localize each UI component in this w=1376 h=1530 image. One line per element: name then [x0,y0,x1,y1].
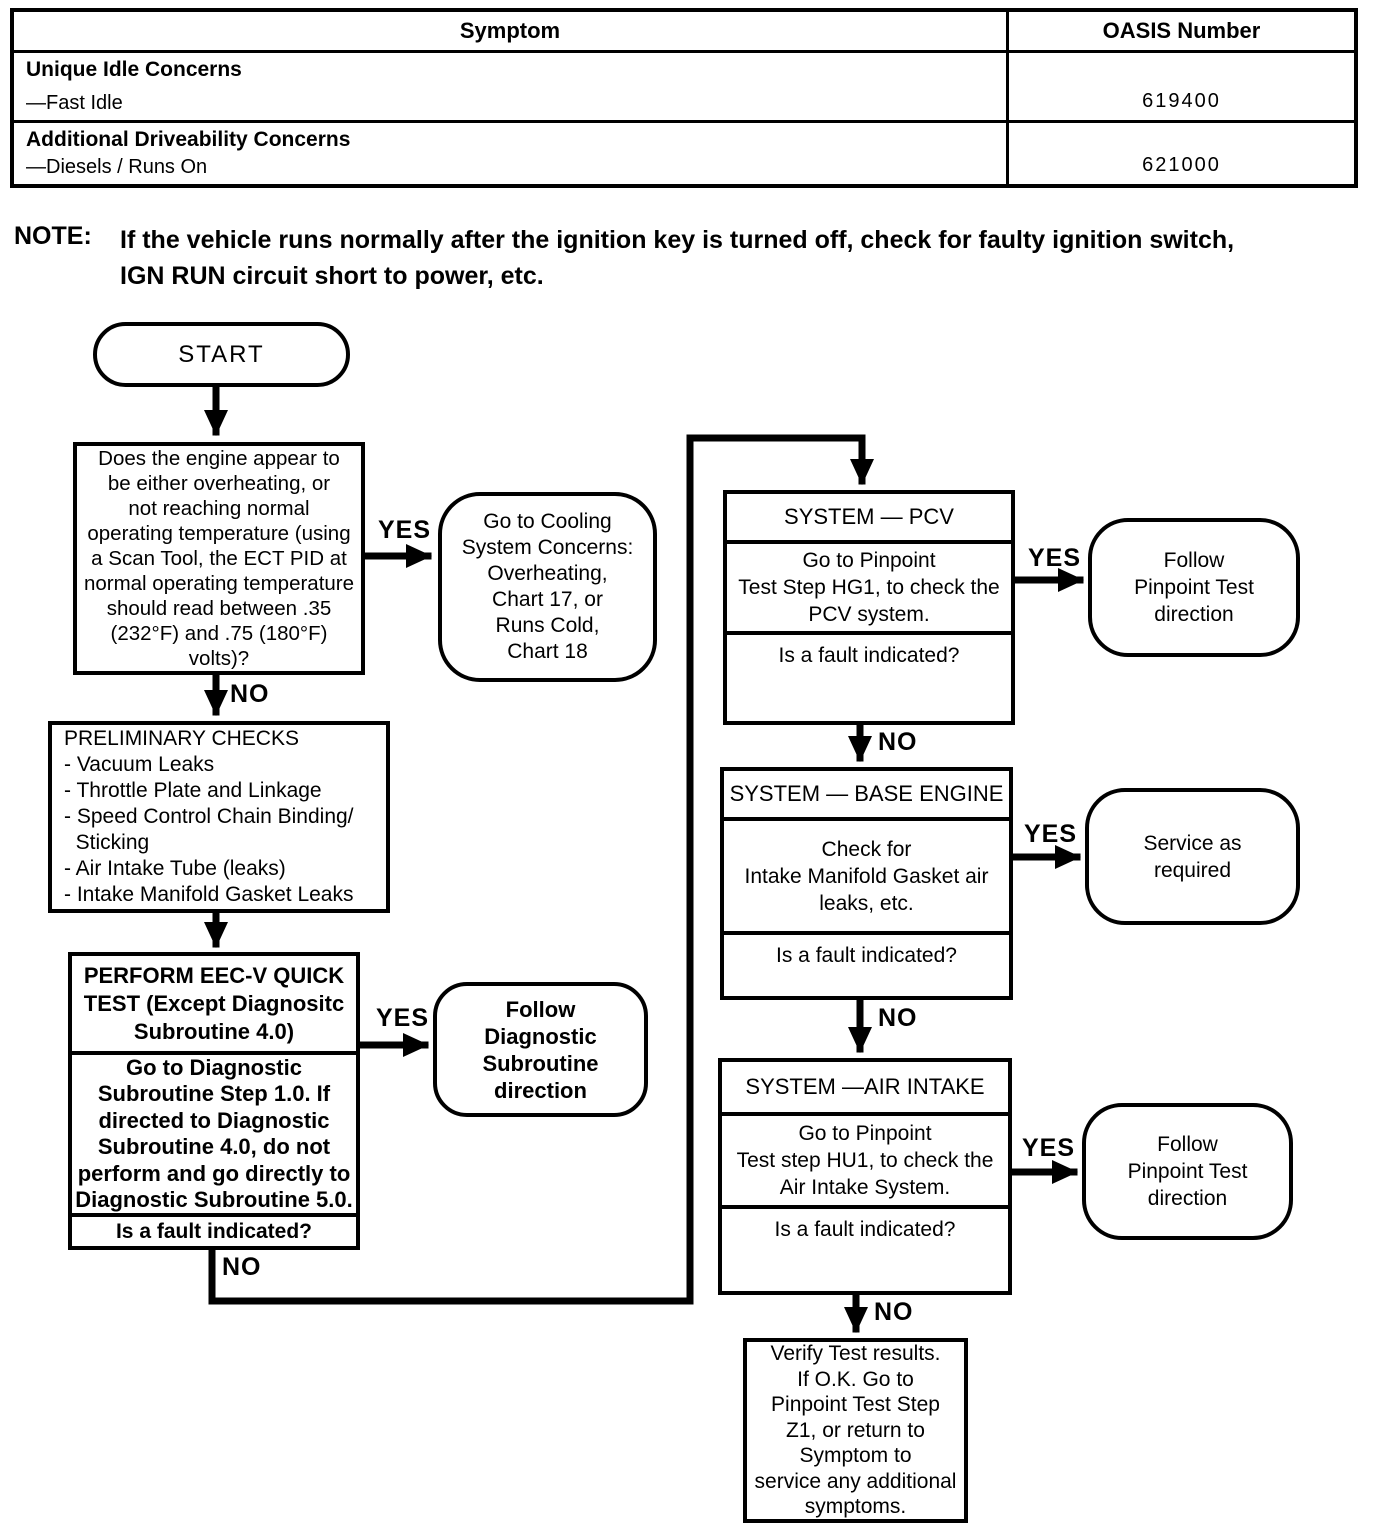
quick-test-question: Is a fault indicated? [72,1213,356,1246]
verify-results-box: Verify Test results. If O.K. Go to Pinpo… [743,1338,968,1523]
symptom-group: Additional Driveability Concerns [26,128,351,151]
pcv-title: SYSTEM — PCV [784,504,954,529]
table-header-oasis: OASIS Number [1006,12,1354,50]
start-node: START [93,322,350,387]
no-label-pcv: NO [878,728,918,756]
base-engine-system-box: SYSTEM — BASE ENGINE Check for Intake Ma… [720,767,1013,1000]
air-intake-system-box: SYSTEM —AIR INTAKE Go to Pinpoint Test s… [718,1058,1012,1295]
quick-test-title: PERFORM EEC-V QUICK TEST (Except Diagnos… [83,962,345,1044]
air-intake-body: Go to Pinpoint Test step HU1, to check t… [722,1112,1008,1205]
note-label: NOTE: [14,222,92,250]
no-label-engine-temp: NO [230,680,270,708]
quick-test-body: Go to Diagnostic Subroutine Step 1.0. If… [72,1051,356,1213]
base-engine-title: SYSTEM — BASE ENGINE [729,781,1004,806]
service-required-box: Service as required [1085,788,1300,925]
yes-label-pcv: YES [1028,544,1082,572]
engine-temp-decision-box: Does the engine appear to be either over… [73,442,365,675]
no-label-base-engine: NO [878,1004,918,1032]
table-row: Additional Driveability Concerns —Diesel… [14,120,1354,184]
symptom-table: Symptom OASIS Number Unique Idle Concern… [10,8,1358,188]
pcv-question: Is a fault indicated? [727,631,1011,721]
yes-label-quicktest: YES [376,1004,430,1032]
symptom-group: Unique Idle Concerns [26,58,242,81]
symptom-item: —Fast Idle [26,92,123,114]
base-engine-body: Check for Intake Manifold Gasket air lea… [724,817,1009,931]
follow-diagnostic-box: Follow Diagnostic Subroutine direction [433,982,648,1117]
pcv-system-box: SYSTEM — PCV Go to Pinpoint Test Step HG… [723,490,1015,725]
follow-pinpoint-box: Follow Pinpoint Test direction [1082,1103,1293,1240]
symptom-item: —Diesels / Runs On [26,156,208,178]
table-row: Unique Idle Concerns —Fast Idle 619400 [14,50,1354,120]
note-text: If the vehicle runs normally after the i… [120,226,1235,290]
cooling-system-box: Go to Cooling System Concerns: Overheati… [438,492,657,682]
base-engine-question: Is a fault indicated? [724,931,1009,996]
quick-test-box: PERFORM EEC-V QUICK TEST (Except Diagnos… [68,952,360,1250]
table-header-symptom: Symptom [459,18,561,43]
preliminary-checks-box: PRELIMINARY CHECKS - Vacuum Leaks - Thro… [48,721,390,913]
yes-label-base-engine: YES [1024,820,1078,848]
no-label-air-intake: NO [874,1298,914,1326]
yes-label-air-intake: YES [1022,1134,1076,1162]
yes-label-engine-temp: YES [378,516,432,544]
pcv-body: Go to Pinpoint Test Step HG1, to check t… [727,540,1011,631]
air-intake-question: Is a fault indicated? [722,1205,1008,1291]
oasis-number: 619400 [1006,53,1354,120]
table-header-row: Symptom OASIS Number [14,12,1354,50]
air-intake-title: SYSTEM —AIR INTAKE [745,1074,985,1099]
oasis-number: 621000 [1006,123,1354,184]
no-label-quicktest: NO [222,1253,262,1281]
follow-pinpoint-box: Follow Pinpoint Test direction [1088,518,1300,657]
